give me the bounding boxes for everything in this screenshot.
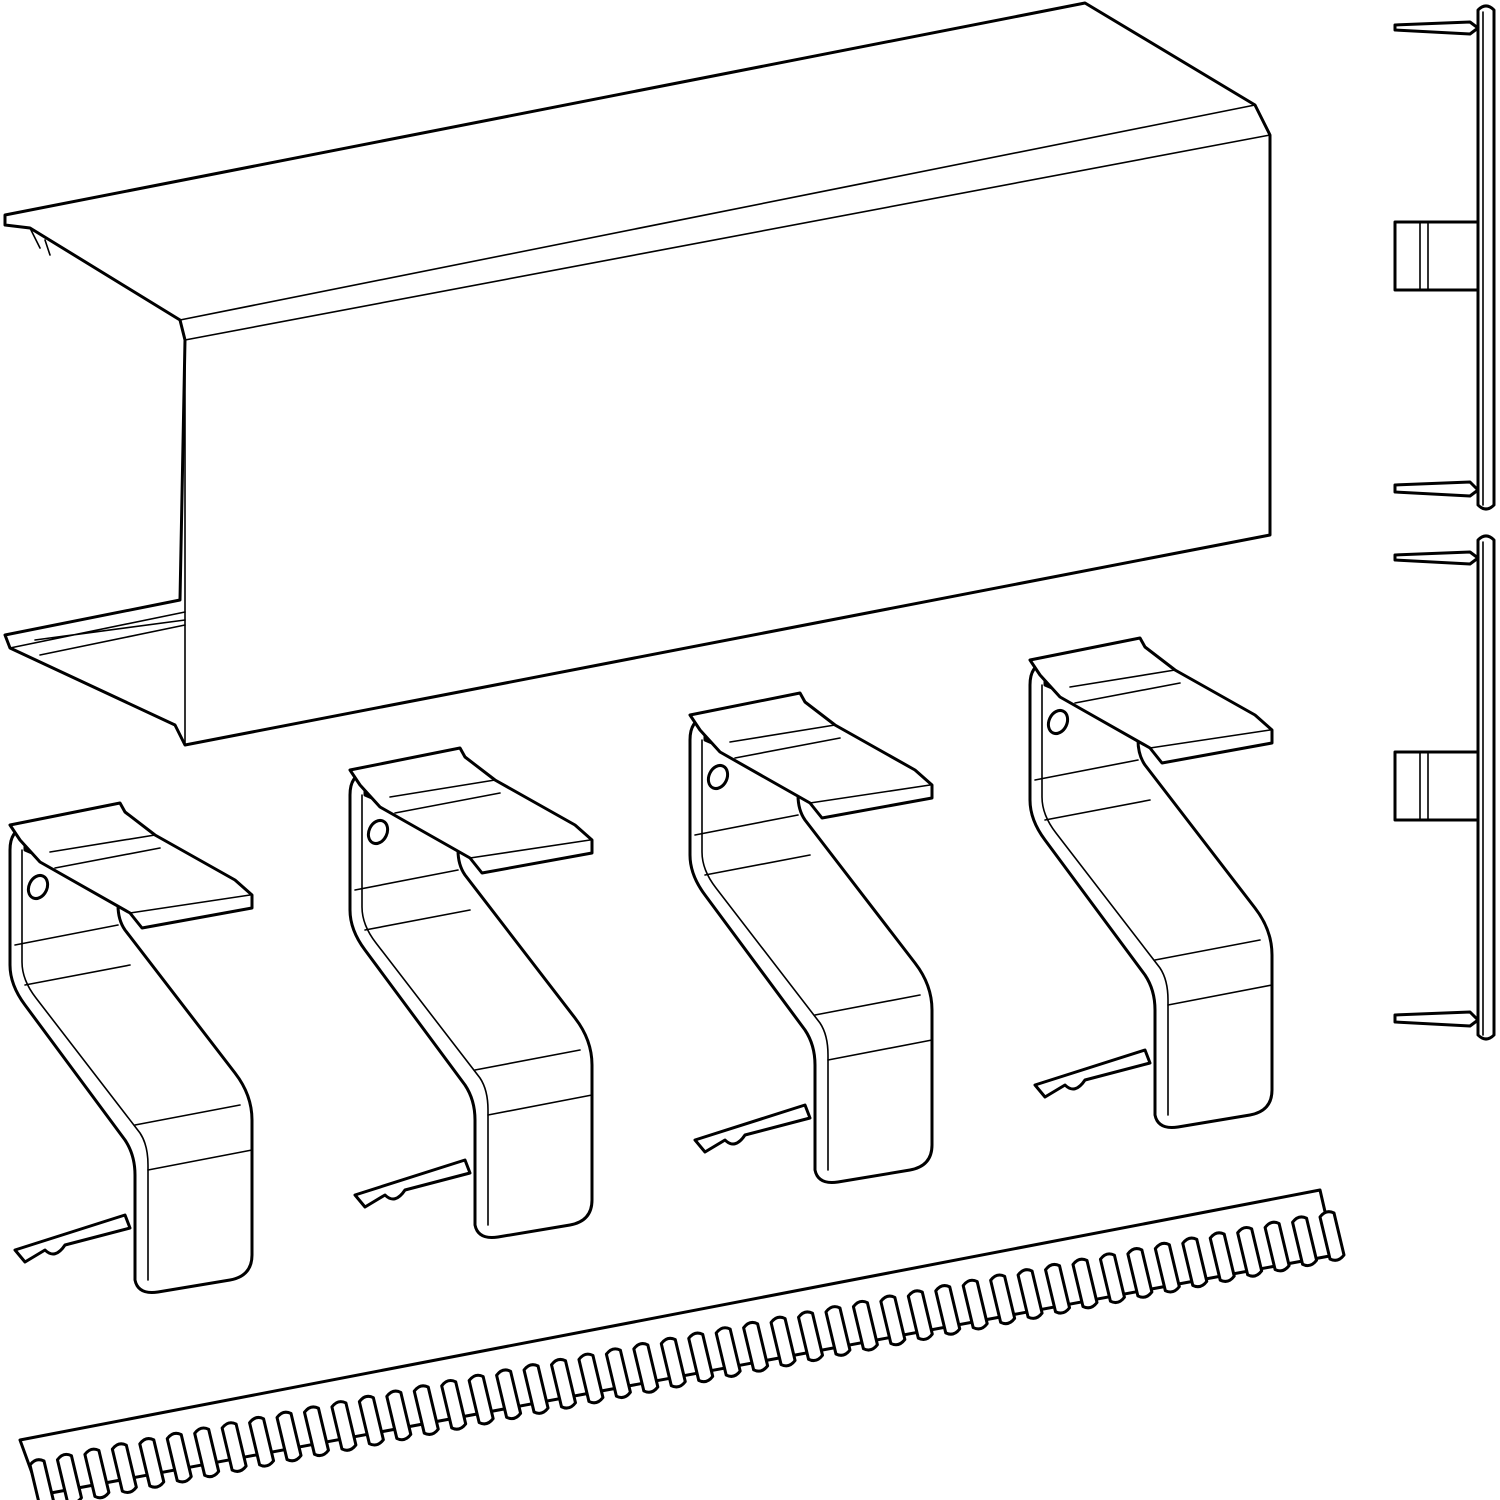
strip-tooth — [330, 1400, 358, 1452]
end-cap — [1393, 534, 1496, 1041]
strip-tooth — [385, 1389, 413, 1442]
strip-tooth — [1208, 1231, 1236, 1283]
clip-group — [8, 636, 1274, 1294]
strip-tooth — [549, 1357, 577, 1410]
strip-tooth — [1153, 1241, 1181, 1294]
strip-tooth — [193, 1426, 221, 1479]
strip-tooth — [824, 1305, 852, 1357]
strip-tooth — [1318, 1210, 1346, 1262]
strip-tooth — [851, 1299, 879, 1352]
strip-tooth — [604, 1347, 632, 1400]
strip-tooth — [659, 1336, 687, 1389]
spring-clip — [8, 801, 254, 1294]
end-cap — [1393, 4, 1496, 511]
strip-tooth — [495, 1368, 523, 1421]
strip-tooth — [742, 1320, 770, 1373]
strip-tooth — [138, 1437, 166, 1489]
strip-tooth — [1126, 1247, 1154, 1299]
strip-tooth — [934, 1284, 962, 1336]
strip-tooth — [1071, 1257, 1099, 1310]
strip-tooth — [769, 1315, 797, 1368]
strip-tooth — [467, 1373, 495, 1426]
strip-tooth — [989, 1273, 1017, 1326]
strip-tooth — [1098, 1252, 1126, 1305]
strip-tooth — [1263, 1220, 1291, 1273]
strip-tooth — [906, 1289, 934, 1341]
cable-duct-channel — [3, 1, 1272, 747]
strip-tooth — [220, 1421, 248, 1473]
strip-tooth — [797, 1310, 825, 1363]
strip-tooth — [632, 1342, 660, 1394]
strip-tooth — [1044, 1262, 1072, 1315]
strip-tooth — [248, 1415, 276, 1468]
spring-clip — [1028, 636, 1274, 1129]
strip-tooth — [522, 1363, 550, 1415]
strip-tooth — [714, 1326, 742, 1378]
toothed-strip — [18, 1188, 1346, 1500]
strip-tooth — [110, 1442, 138, 1494]
strip-tooth — [1181, 1236, 1209, 1289]
strip-tooth — [1016, 1268, 1044, 1320]
strip-tooth — [879, 1294, 907, 1347]
strip-tooth — [83, 1447, 111, 1500]
end-cap-group — [1393, 4, 1496, 1041]
strip-tooth — [577, 1352, 605, 1405]
strip-tooth — [687, 1331, 715, 1384]
strip-tooth — [55, 1452, 83, 1500]
strip-tooth — [1236, 1226, 1264, 1278]
strip-tooth — [302, 1405, 330, 1458]
spring-clip — [348, 746, 594, 1239]
strip-tooth — [961, 1278, 989, 1331]
strip-tooth — [440, 1379, 468, 1431]
strip-tooth — [412, 1384, 440, 1436]
strip-tooth — [1291, 1215, 1319, 1268]
strip-tooth — [357, 1394, 385, 1447]
strip-tooth — [165, 1431, 193, 1484]
strip-tooth — [275, 1410, 303, 1463]
spring-clip — [688, 691, 934, 1184]
strip-tooth — [28, 1458, 55, 1500]
